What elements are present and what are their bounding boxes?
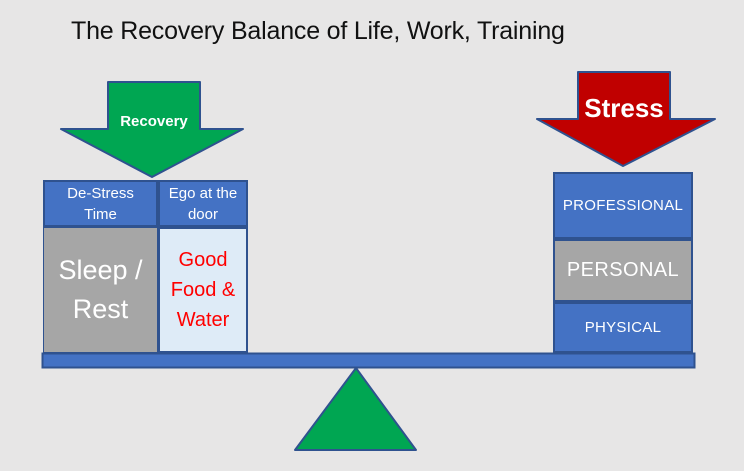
stress-arrow-label: Stress [584,93,664,123]
recovery-arrow-icon [60,81,244,178]
page-title: The Recovery Balance of Life, Work, Trai… [71,17,565,45]
box-de-stress-time: De-Stress Time [43,180,158,227]
box-ego-at-the-door-label: Ego at the door [168,184,238,223]
box-good-food-water-label: Good Food & Water [170,249,236,331]
box-sleep-rest-label: Sleep / Rest [58,254,143,324]
recovery-arrow-label: Recovery [120,113,188,130]
box-personal: PERSONAL [553,239,693,302]
box-professional-label: PROFESSIONAL [562,197,684,214]
fulcrum-triangle [294,367,417,451]
box-physical: PHYSICAL [553,302,693,353]
box-physical-label: PHYSICAL [584,319,662,336]
box-ego-at-the-door: Ego at the door [158,180,248,227]
stress-arrow-icon [536,71,716,167]
balance-beam-bar [41,352,696,369]
box-personal-label: PERSONAL [566,259,680,281]
box-good-food-water: Good Food & Water [158,227,248,353]
box-de-stress-time-label: De-Stress Time [67,184,134,223]
box-professional: PROFESSIONAL [553,172,693,239]
box-sleep-rest: Sleep / Rest [43,227,158,353]
